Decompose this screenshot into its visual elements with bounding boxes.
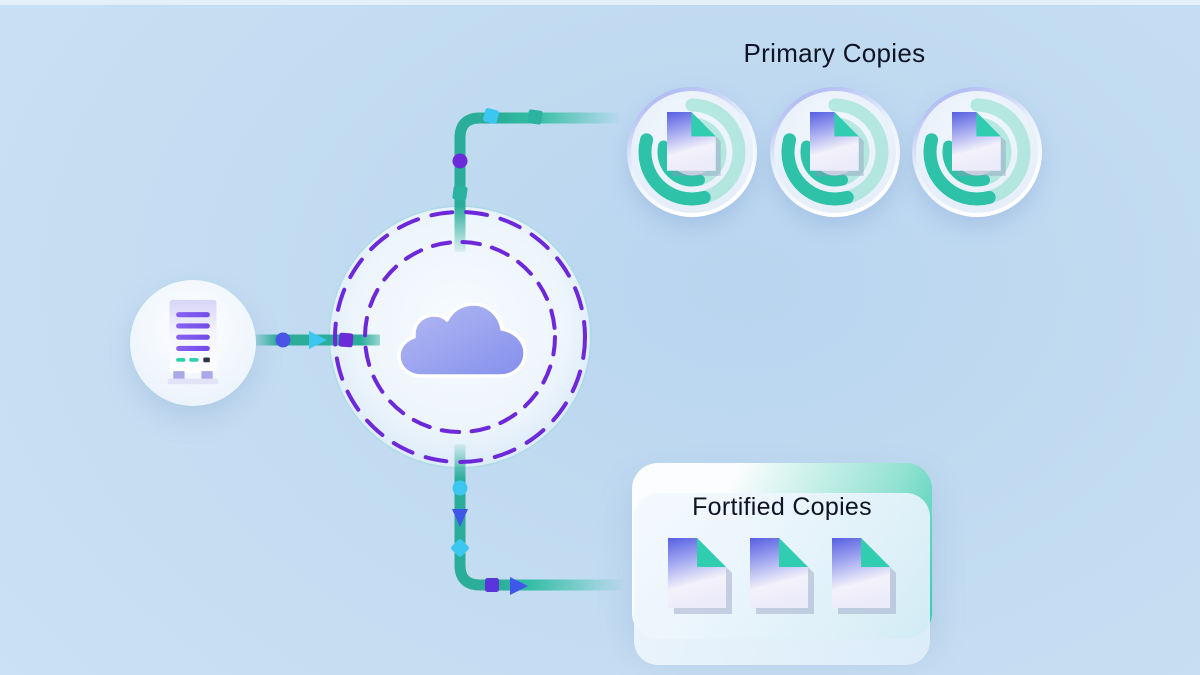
document-ring-badge-icon xyxy=(774,91,896,213)
square-marker-teal xyxy=(527,109,543,125)
cloud-icon xyxy=(397,303,527,378)
fortified-doc-row xyxy=(634,538,930,615)
connector-cloud-to-primary xyxy=(452,107,620,252)
document-ring-badge-icon xyxy=(916,91,1038,213)
server-tower-icon xyxy=(167,299,219,385)
document-icon xyxy=(832,538,896,614)
diamond-marker-cyan xyxy=(451,539,469,557)
document-icon xyxy=(750,538,814,614)
arrow-right-icon xyxy=(309,331,327,349)
square-marker-teal xyxy=(452,185,468,201)
fortified-copies-title: Fortified Copies xyxy=(692,493,872,521)
document-ring-badge-icon xyxy=(631,91,753,213)
document-icon xyxy=(668,538,732,614)
primary-copies-title: Primary Copies xyxy=(743,38,926,68)
server-node xyxy=(130,280,256,406)
primary-copy-badge xyxy=(770,87,900,217)
dot-marker-indigo xyxy=(275,332,291,348)
square-marker-cyan xyxy=(482,107,500,125)
connector-server-to-cloud xyxy=(252,331,380,349)
inner-dashed-ring xyxy=(363,240,557,434)
arrow-right-icon xyxy=(510,577,528,595)
arrow-down-icon xyxy=(452,509,468,527)
background-top-strip xyxy=(0,0,1200,5)
dot-marker-cyan xyxy=(452,480,468,496)
outer-dashed-ring xyxy=(333,210,587,464)
primary-copy-badge xyxy=(912,87,1042,217)
square-marker-violet xyxy=(338,332,354,348)
fortified-copies-card: Fortified Copies xyxy=(632,463,932,665)
dashed-rings xyxy=(333,210,587,464)
connector-cloud-to-fortified xyxy=(451,444,626,595)
dot-marker-violet xyxy=(452,153,468,169)
square-marker-violet xyxy=(485,578,499,592)
primary-copy-badge xyxy=(627,87,757,217)
